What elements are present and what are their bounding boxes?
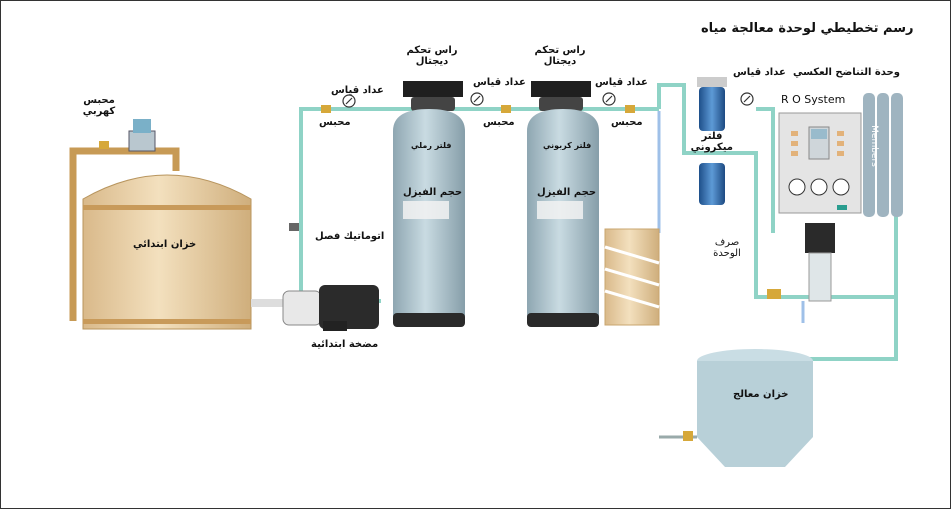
label-valve3: محبس — [611, 117, 643, 128]
raw-tank — [82, 174, 252, 330]
label-head2: راس تحكم ديجتال — [534, 45, 586, 67]
meter-gauges — [342, 92, 754, 108]
label-micron-filter: فلتر ميكروني — [690, 131, 733, 153]
micron-filters — [697, 77, 727, 205]
label-auto-cutoff: اتوماتيك فصل — [315, 231, 385, 242]
label-meter4: عداد قياس — [733, 67, 786, 78]
brine-tank — [604, 228, 660, 326]
ro-valve — [767, 289, 781, 299]
inlet-pipe — [69, 147, 180, 321]
label-sand-filter: فلتر رملي — [411, 141, 452, 150]
label-raw-tank: خزان ابتدائي — [133, 239, 197, 250]
label-pump: مضخة ابتدائية — [311, 339, 379, 350]
treated-tank-shape — [659, 349, 813, 467]
carbon-filter-vessel — [527, 81, 599, 327]
electric-valve — [99, 119, 156, 152]
label-volume1: حجم الفيزل — [403, 187, 463, 198]
label-valve1: محبس — [319, 117, 351, 128]
blue-drain-pipes — [657, 111, 805, 323]
diagram-title: رسم تخطيطي لوحدة معالجة مياه — [701, 21, 914, 36]
label-meter3: عداد قياس — [595, 77, 648, 88]
label-meter2: عداد قياس — [473, 77, 526, 88]
sand-filter-vessel — [393, 81, 465, 327]
label-valve2: محبس — [483, 117, 515, 128]
label-members: Members — [868, 125, 879, 167]
label-ro-system: R O System — [781, 93, 846, 106]
label-carbon-filter: فلتر كربوني — [543, 141, 592, 150]
pump — [251, 285, 379, 331]
label-ro-unit: وحدة التناضح العكسي — [793, 67, 900, 78]
label-drain: صرف الوحدة — [713, 237, 741, 259]
ro-system-frame — [778, 112, 862, 302]
label-meter1: عداد قياس — [331, 85, 384, 96]
auto-switch — [289, 223, 299, 231]
label-head1: راس تحكم ديجتال — [406, 45, 458, 67]
label-treated-tank: خزان معالج — [733, 389, 789, 400]
label-electric-valve: محبس كهربي — [82, 95, 116, 117]
label-volume2: حجم الفيزل — [537, 187, 597, 198]
valves — [321, 105, 635, 113]
membranes — [863, 93, 903, 217]
